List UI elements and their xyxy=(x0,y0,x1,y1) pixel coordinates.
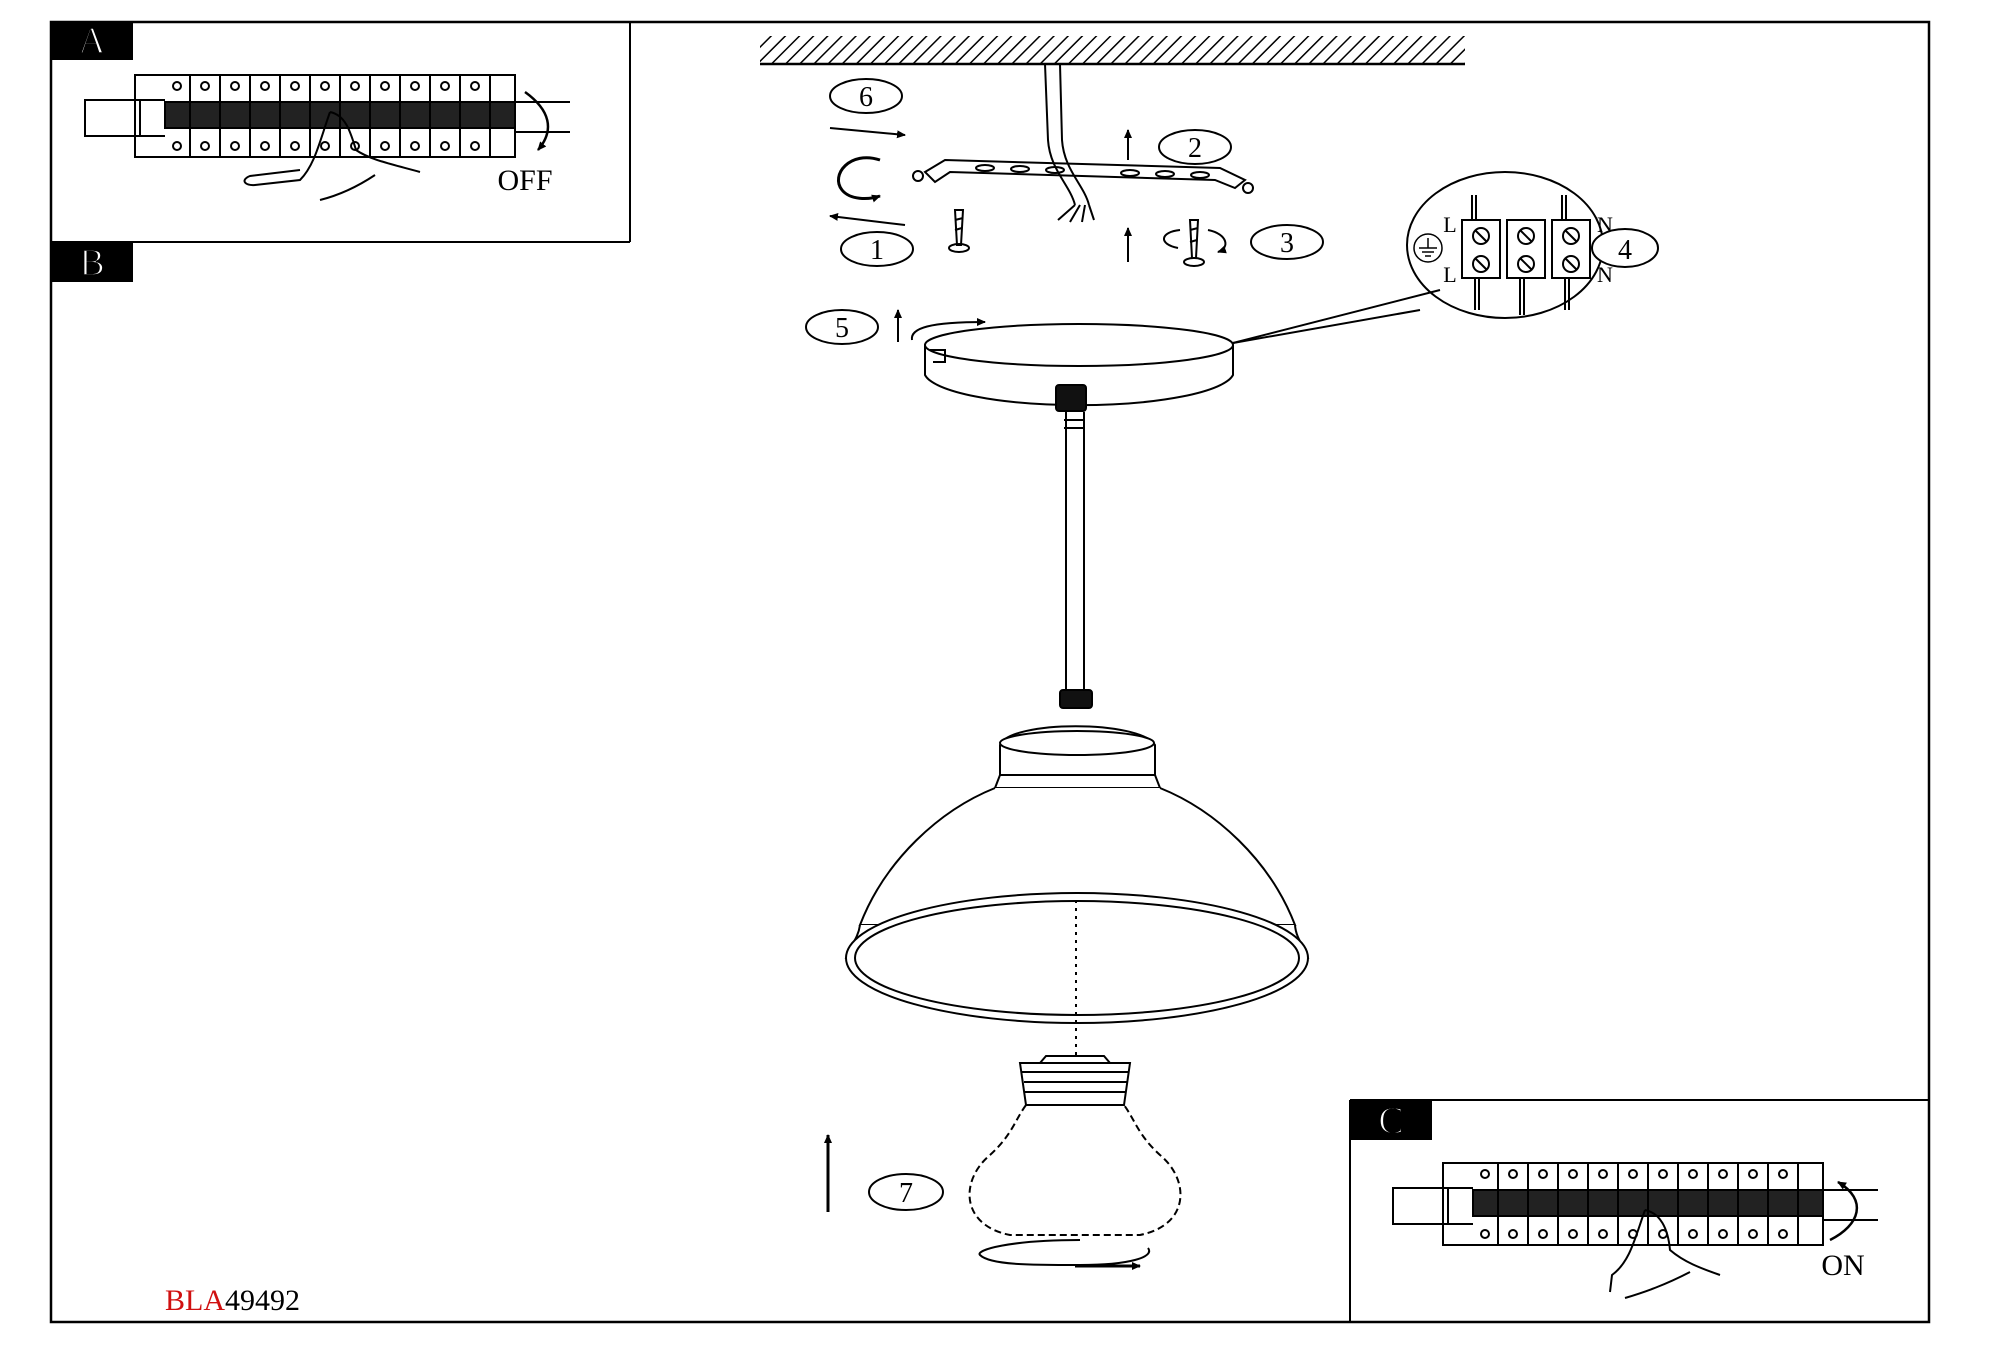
step-1-number: 1 xyxy=(870,235,884,266)
rotate-arrow xyxy=(836,156,881,203)
step-5-number: 5 xyxy=(835,313,849,344)
step-4-number: 4 xyxy=(1618,235,1632,266)
panel-b-letter: B xyxy=(79,242,104,284)
step-4-badge xyxy=(1591,228,1659,268)
product-code: BLA49492 xyxy=(165,1284,300,1317)
panel-c-label: C xyxy=(1350,1099,1432,1143)
off-direction-arrow xyxy=(524,90,550,151)
step-7-number: 7 xyxy=(899,1178,913,1209)
ceiling-canopy xyxy=(924,323,1234,407)
shade-nut xyxy=(1059,689,1093,709)
outer-frame xyxy=(49,20,1931,1324)
product-code-prefix: BLA xyxy=(165,1284,225,1317)
terminal-label-top-left: L xyxy=(1443,212,1456,237)
terminal-block-detail xyxy=(1232,171,1604,344)
step-2-number: 2 xyxy=(1188,133,1202,164)
earth-ground-icon xyxy=(1413,233,1443,263)
step-7-badge xyxy=(868,1173,944,1211)
terminal-label-bottom-right: N xyxy=(1597,262,1613,287)
step-6-arrow xyxy=(829,127,906,139)
step-2-badge xyxy=(1158,129,1232,165)
hand-icon-on xyxy=(1609,1209,1721,1299)
cable-wires xyxy=(1057,204,1095,223)
suspension-rod xyxy=(1064,412,1085,690)
breaker-panel-icon-on xyxy=(1392,1162,1878,1246)
screw-icon-step-3 xyxy=(1163,219,1225,267)
on-direction-arrow xyxy=(1829,1180,1859,1242)
screw-icon xyxy=(948,209,970,253)
mounting-bracket xyxy=(912,158,1254,194)
step-1-arrow xyxy=(829,212,906,226)
bulb-rotate-arrow xyxy=(978,1239,1151,1267)
step-5-badge xyxy=(805,309,879,345)
panel-a-label: A xyxy=(51,19,133,63)
step-3-number: 3 xyxy=(1280,228,1294,259)
mains-cable xyxy=(1044,63,1090,206)
step-3-badge xyxy=(1250,224,1324,260)
terminal-label-bottom-left: L xyxy=(1443,262,1456,287)
bulb-icon xyxy=(968,1055,1182,1236)
lamp-shade xyxy=(844,725,1310,1024)
panel-a-letter: A xyxy=(78,20,106,62)
hand-icon xyxy=(243,111,421,201)
off-text: OFF xyxy=(497,164,552,197)
on-text: ON xyxy=(1821,1249,1864,1282)
step-6-number: 6 xyxy=(859,82,873,113)
product-code-number: 49492 xyxy=(225,1284,300,1317)
panel-c-letter: C xyxy=(1378,1100,1403,1142)
twist-arrow xyxy=(910,318,986,341)
step-1-badge xyxy=(840,231,914,267)
step-6-badge xyxy=(829,78,903,114)
ceiling-hatch xyxy=(760,36,1465,64)
panel-b-label: B xyxy=(51,241,133,285)
cord-grip xyxy=(1055,384,1087,412)
breaker-panel-icon xyxy=(84,74,570,158)
